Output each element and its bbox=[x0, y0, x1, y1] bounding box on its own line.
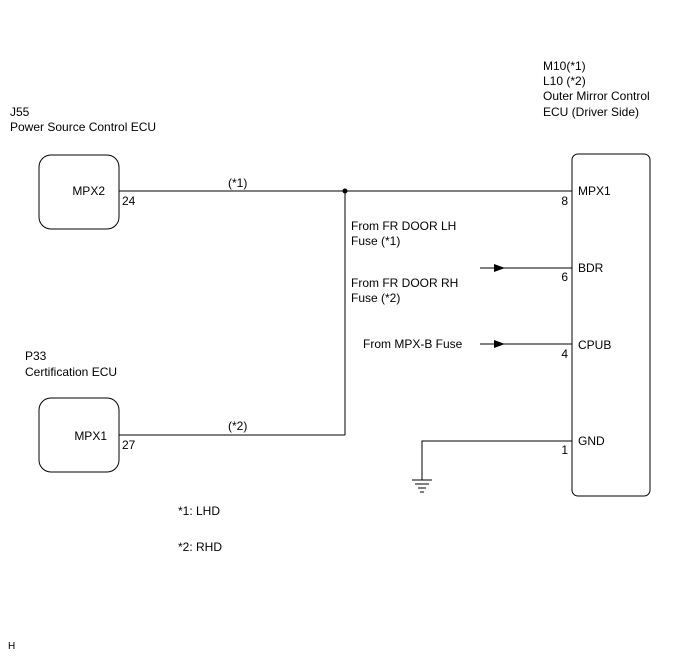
mirror-pin-6: 6 bbox=[561, 270, 568, 284]
p33-pin-number: 27 bbox=[122, 438, 136, 452]
mirror-pin-1: 1 bbox=[561, 443, 568, 457]
wire-label-top: (*1) bbox=[228, 176, 247, 190]
wire-gnd bbox=[421, 440, 572, 480]
fuse-note-rh-line2: Fuse (*2) bbox=[351, 291, 400, 305]
mirror-pin-8: 8 bbox=[561, 194, 568, 208]
j55-code: J55 bbox=[10, 105, 30, 119]
mirror-ecu: M10(*1) L10 (*2) Outer Mirror Control EC… bbox=[543, 59, 651, 497]
arrow-bdr-icon bbox=[494, 264, 505, 272]
mirror-code-lhd: M10(*1) bbox=[543, 59, 586, 73]
mirror-name-line2: ECU (Driver Side) bbox=[543, 105, 639, 119]
ground-symbol-icon bbox=[412, 479, 432, 493]
corner-mark: H bbox=[8, 641, 15, 652]
legend-rhd: *2: RHD bbox=[178, 540, 222, 554]
mirror-terminal-mpx1: MPX1 bbox=[578, 184, 611, 198]
wires: (*1) (*2) bbox=[119, 176, 572, 493]
j55-pin-number: 24 bbox=[122, 194, 136, 208]
mirror-terminal-cpub: CPUB bbox=[578, 338, 611, 352]
wire-label-bottom: (*2) bbox=[228, 419, 247, 433]
mirror-terminal-bdr: BDR bbox=[578, 261, 604, 275]
p33-ecu: P33 Certification ECU MPX1 27 bbox=[25, 349, 136, 473]
fuse-note-lh-line1: From FR DOOR LH bbox=[351, 219, 456, 233]
fuse-notes: From FR DOOR LH Fuse (*1) From FR DOOR R… bbox=[351, 219, 463, 351]
j55-name: Power Source Control ECU bbox=[10, 120, 156, 134]
legend: *1: LHD *2: RHD bbox=[178, 504, 222, 554]
mirror-connector-box bbox=[571, 153, 651, 497]
mirror-terminal-gnd: GND bbox=[578, 434, 605, 448]
mirror-code-rhd: L10 (*2) bbox=[543, 74, 586, 88]
p33-name: Certification ECU bbox=[25, 365, 117, 379]
fuse-note-rh-line1: From FR DOOR RH bbox=[351, 276, 458, 290]
p33-terminal-label: MPX1 bbox=[74, 429, 107, 443]
arrow-cpub-icon bbox=[494, 340, 505, 348]
fuse-note-lh-line2: Fuse (*1) bbox=[351, 234, 400, 248]
j55-terminal-label: MPX2 bbox=[72, 184, 105, 198]
j55-connector-box bbox=[38, 154, 120, 230]
fuse-note-mpx-b: From MPX-B Fuse bbox=[363, 337, 463, 351]
j55-ecu: J55 Power Source Control ECU MPX2 24 bbox=[10, 105, 156, 230]
legend-lhd: *1: LHD bbox=[178, 504, 220, 518]
mirror-name-line1: Outer Mirror Control bbox=[543, 89, 650, 103]
mirror-pin-4: 4 bbox=[561, 347, 568, 361]
p33-code: P33 bbox=[25, 349, 47, 363]
